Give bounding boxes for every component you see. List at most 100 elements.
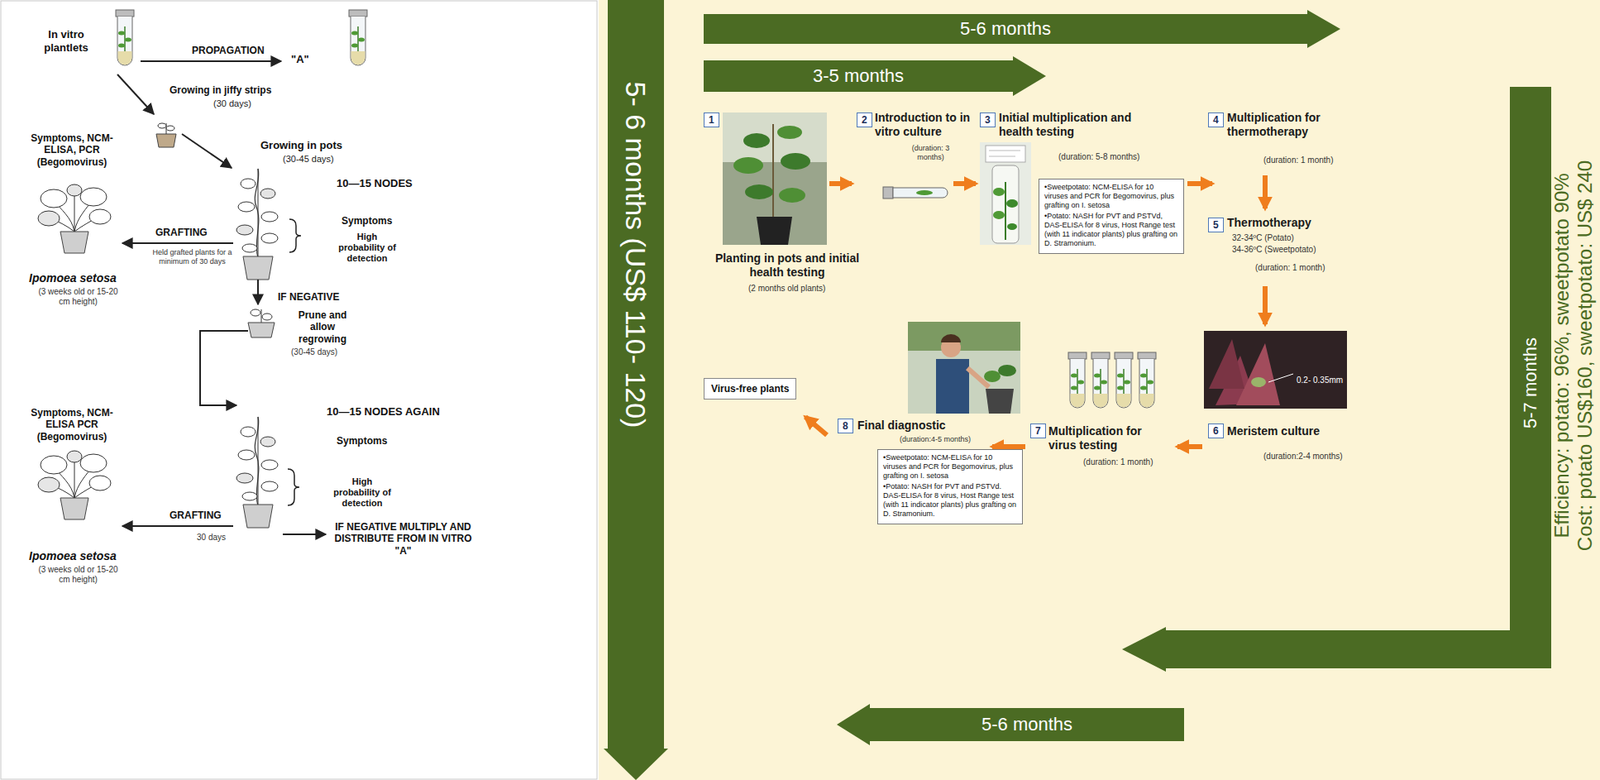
species-name: Ipomoea setosa bbox=[28, 549, 117, 564]
note: Held grafted plants for a minimum of 30 … bbox=[148, 248, 236, 267]
duration-note: (30-45 days) bbox=[291, 347, 338, 358]
duration-note: (2 months old plants) bbox=[748, 283, 826, 294]
step-number-text: 2 bbox=[861, 114, 868, 126]
step-number: 6 bbox=[1208, 423, 1224, 439]
duration-note: (30 days) bbox=[213, 98, 252, 110]
photo-testing bbox=[907, 321, 1021, 414]
step-label: 10—15 NODES AGAIN bbox=[326, 405, 440, 419]
step-number: 3 bbox=[979, 112, 996, 128]
note: 32-34ºC (Potato) bbox=[1232, 233, 1295, 244]
test-box: •Sweetpotato: NCM-ELISA for 10 viruses a… bbox=[1038, 178, 1185, 254]
photo-meristem bbox=[1203, 330, 1347, 409]
step-number: 4 bbox=[1208, 112, 1224, 128]
arrow-text: 5-6 months bbox=[960, 19, 1051, 39]
arrow-label: PROPAGATION bbox=[191, 44, 265, 57]
bent-duration-arrow bbox=[1122, 626, 1552, 672]
note: 34-36ºC (Sweetpotato) bbox=[1232, 244, 1316, 255]
left-panel bbox=[0, 0, 598, 779]
duration-arrow: 5-6 months bbox=[836, 703, 1185, 746]
arrow-text: 5-7 months bbox=[1521, 337, 1540, 429]
step-label: Prune and allow regrowing bbox=[289, 309, 356, 345]
step-number: 8 bbox=[837, 418, 854, 434]
step-label: Growing in jiffy strips bbox=[169, 84, 272, 96]
duration-arrow: 5- 6 months (US$ 110- 120) bbox=[603, 0, 669, 780]
arrow-text: 3-5 months bbox=[812, 66, 904, 86]
duration-note: (duration: 1 month) bbox=[1083, 457, 1154, 468]
step-label: 10—15 NODES bbox=[336, 176, 413, 191]
step-number: 1 bbox=[703, 112, 720, 128]
summary-note: Cost: potato US$160, sweetpotato: US$ 24… bbox=[1573, 160, 1598, 551]
duration-note: (duration: 1 month) bbox=[1263, 155, 1334, 166]
step-label: Growing in pots bbox=[260, 138, 343, 153]
duration-note: (30-45 days) bbox=[282, 153, 335, 165]
arrow-label: IF NEGATIVE bbox=[277, 291, 340, 303]
duration-note: (duration: 1 month) bbox=[1255, 262, 1326, 273]
test-text: •Potato: NASH for PVT and PSTVd. DAS-ELI… bbox=[883, 482, 1018, 519]
step-number-text: 1 bbox=[708, 114, 715, 126]
arrow-body bbox=[703, 56, 1046, 96]
duration-note: (duration:4-5 months) bbox=[899, 434, 971, 445]
arrow-body bbox=[703, 9, 1341, 48]
duration-bar: 5-7 months bbox=[1509, 86, 1552, 669]
arrow-label: GRAFTING bbox=[155, 226, 208, 239]
step-title: Multiplication for thermotherapy bbox=[1227, 110, 1352, 139]
step-number-text: 5 bbox=[1213, 219, 1219, 231]
step-title: Multiplication for virus testing bbox=[1048, 424, 1165, 453]
step-label: Symptoms bbox=[341, 214, 392, 227]
test-text: •Potato: NASH for PVT and PSTVd, DAS-ELI… bbox=[1044, 211, 1179, 249]
result-box: Virus-free plants bbox=[703, 377, 797, 400]
note: (3 weeks old or 15-20 cm height) bbox=[34, 286, 122, 307]
right-panel-ground bbox=[598, 0, 1600, 780]
arrow-text: 5-6 months bbox=[981, 715, 1073, 734]
step-number-text: 6 bbox=[1213, 425, 1219, 437]
step-title: Initial multiplication and health testin… bbox=[998, 110, 1140, 139]
duration-note: 30 days bbox=[196, 532, 226, 543]
step-label: IF NEGATIVE MULTIPLY AND DISTRIBUTE FROM… bbox=[330, 520, 476, 557]
test-text: •Sweetpotato: NCM-ELISA for 10 viruses a… bbox=[883, 453, 1018, 481]
step-number: 2 bbox=[856, 112, 873, 128]
tube-icon bbox=[883, 186, 948, 199]
arrow-label: GRAFTING bbox=[169, 509, 222, 521]
duration-note: (duration:2-4 months) bbox=[1263, 451, 1343, 462]
step-title: Final diagnostic bbox=[857, 418, 946, 433]
note: High probability of detection bbox=[334, 231, 401, 265]
note: (3 weeks old or 15-20 cm height) bbox=[34, 564, 122, 585]
duration-note: (duration: 5-8 months) bbox=[1058, 152, 1140, 163]
duration-arrow: 5-6 months bbox=[703, 9, 1341, 48]
step-label: Symptoms bbox=[336, 434, 387, 447]
step-number-text: 3 bbox=[984, 114, 991, 126]
test-text: •Sweetpotato: NCM-ELISA for 10 viruses a… bbox=[1044, 182, 1179, 211]
duration-arrow: 3-5 months bbox=[703, 56, 1046, 96]
dimension: 0.2- 0.35mm bbox=[1296, 375, 1343, 386]
step-label: In vitro plantlets bbox=[33, 28, 100, 54]
step-number: 7 bbox=[1030, 423, 1046, 439]
step-title: Planting in pots and initial health test… bbox=[712, 251, 862, 280]
test-label: Symptoms, NCM-ELISA PCR (Begomovirus) bbox=[18, 406, 126, 443]
step-title: Meristem culture bbox=[1227, 424, 1320, 439]
left-illustrations bbox=[38, 9, 368, 528]
photo-planting bbox=[722, 112, 827, 245]
orange-arrows bbox=[805, 175, 1266, 447]
test-label: Symptoms, NCM-ELISA, PCR (Begomovirus) bbox=[18, 132, 126, 168]
arrow-text: 5- 6 months (US$ 110- 120) bbox=[621, 81, 650, 429]
step-number-text: 7 bbox=[1035, 425, 1042, 437]
test-tubes bbox=[1068, 352, 1156, 408]
step-number: 5 bbox=[1208, 217, 1224, 233]
species-name: Ipomoea setosa bbox=[28, 271, 117, 286]
note: High probability of detection bbox=[329, 476, 396, 510]
duration-note: (duration: 3 months) bbox=[899, 143, 962, 163]
step-title: Thermotherapy bbox=[1227, 215, 1312, 230]
arrow-body bbox=[603, 0, 669, 780]
test-box: •Sweetpotato: NCM-ELISA for 10 viruses a… bbox=[877, 448, 1023, 525]
step-title: Introduction to in vitro culture bbox=[874, 110, 979, 139]
step-number-text: 4 bbox=[1213, 114, 1219, 126]
arrow-body bbox=[836, 703, 1185, 746]
arrow-body bbox=[1509, 86, 1552, 669]
photo-in-vitro bbox=[979, 142, 1032, 245]
summary-note: Efficiency: potato: 96%, sweetpotato 90% bbox=[1550, 172, 1575, 538]
step-label: "A" bbox=[291, 52, 310, 67]
box-text: Virus-free plants bbox=[711, 382, 789, 395]
